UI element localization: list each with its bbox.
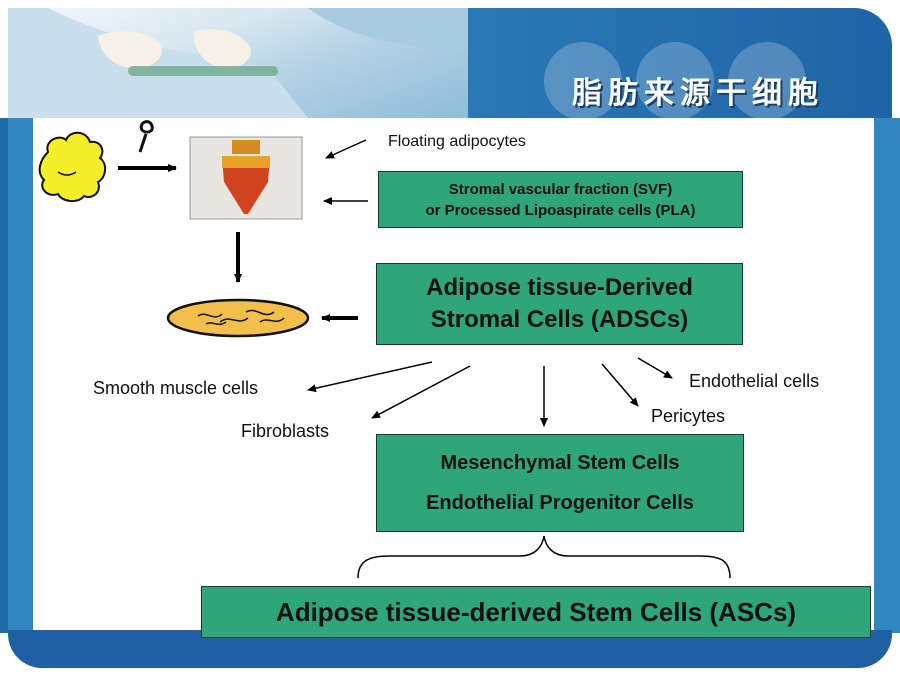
ascs-box: Adipose tissue-derived Stem Cells (ASCs) [201, 586, 871, 638]
decor-circle [728, 42, 806, 118]
adscs-line-1: Adipose tissue-Derived [426, 274, 693, 301]
svf-line-1: Stromal vascular fraction (SVF) [448, 180, 673, 198]
ascs-label: Adipose tissue-derived Stem Cells (ASCs) [275, 596, 797, 627]
slide-header: 脂肪来源干细胞 [8, 8, 892, 118]
scissors-icon [138, 120, 154, 153]
svf-box: Stromal vascular fraction (SVF) or Proce… [378, 171, 743, 228]
adscs-box: Adipose tissue-Derived Stromal Cells (AD… [376, 263, 743, 345]
arrow-to-smooth-muscle [307, 361, 433, 393]
grouping-brace [357, 535, 731, 579]
right-border [874, 118, 900, 633]
arrow-to-endothelial [637, 357, 673, 379]
slide-title: 脂肪来源干细胞 [572, 76, 824, 111]
endothelial-label: Endothelial cells [689, 371, 820, 391]
smooth-muscle-label: Smooth muscle cells [93, 378, 259, 398]
left-border-inner [8, 118, 33, 633]
fibroblasts-label: Fibroblasts [241, 421, 330, 441]
decor-circle [544, 42, 622, 118]
adipose-tissue-icon [38, 131, 106, 202]
msc-box: Mesenchymal Stem Cells Endothelial Proge… [376, 434, 744, 532]
surgery-photo-art [8, 8, 468, 118]
surgery-photo [8, 8, 468, 118]
msc-line-1: Mesenchymal Stem Cells [440, 452, 680, 474]
decor-circle [636, 42, 714, 118]
adscs-line-2: Stromal Cells (ADSCs) [430, 306, 689, 333]
arrow-to-pericytes [601, 363, 639, 407]
msc-line-2: Endothelial Progenitor Cells [426, 492, 694, 514]
pericytes-label: Pericytes [651, 406, 726, 426]
floating-adipocytes-label: Floating adipocytes [388, 133, 526, 150]
svf-line-2: or Processed Lipoaspirate cells (PLA) [425, 201, 696, 219]
arrow-floating [325, 139, 367, 159]
petri-dish-icon [166, 298, 310, 338]
arrow-to-fibroblasts [371, 365, 471, 419]
